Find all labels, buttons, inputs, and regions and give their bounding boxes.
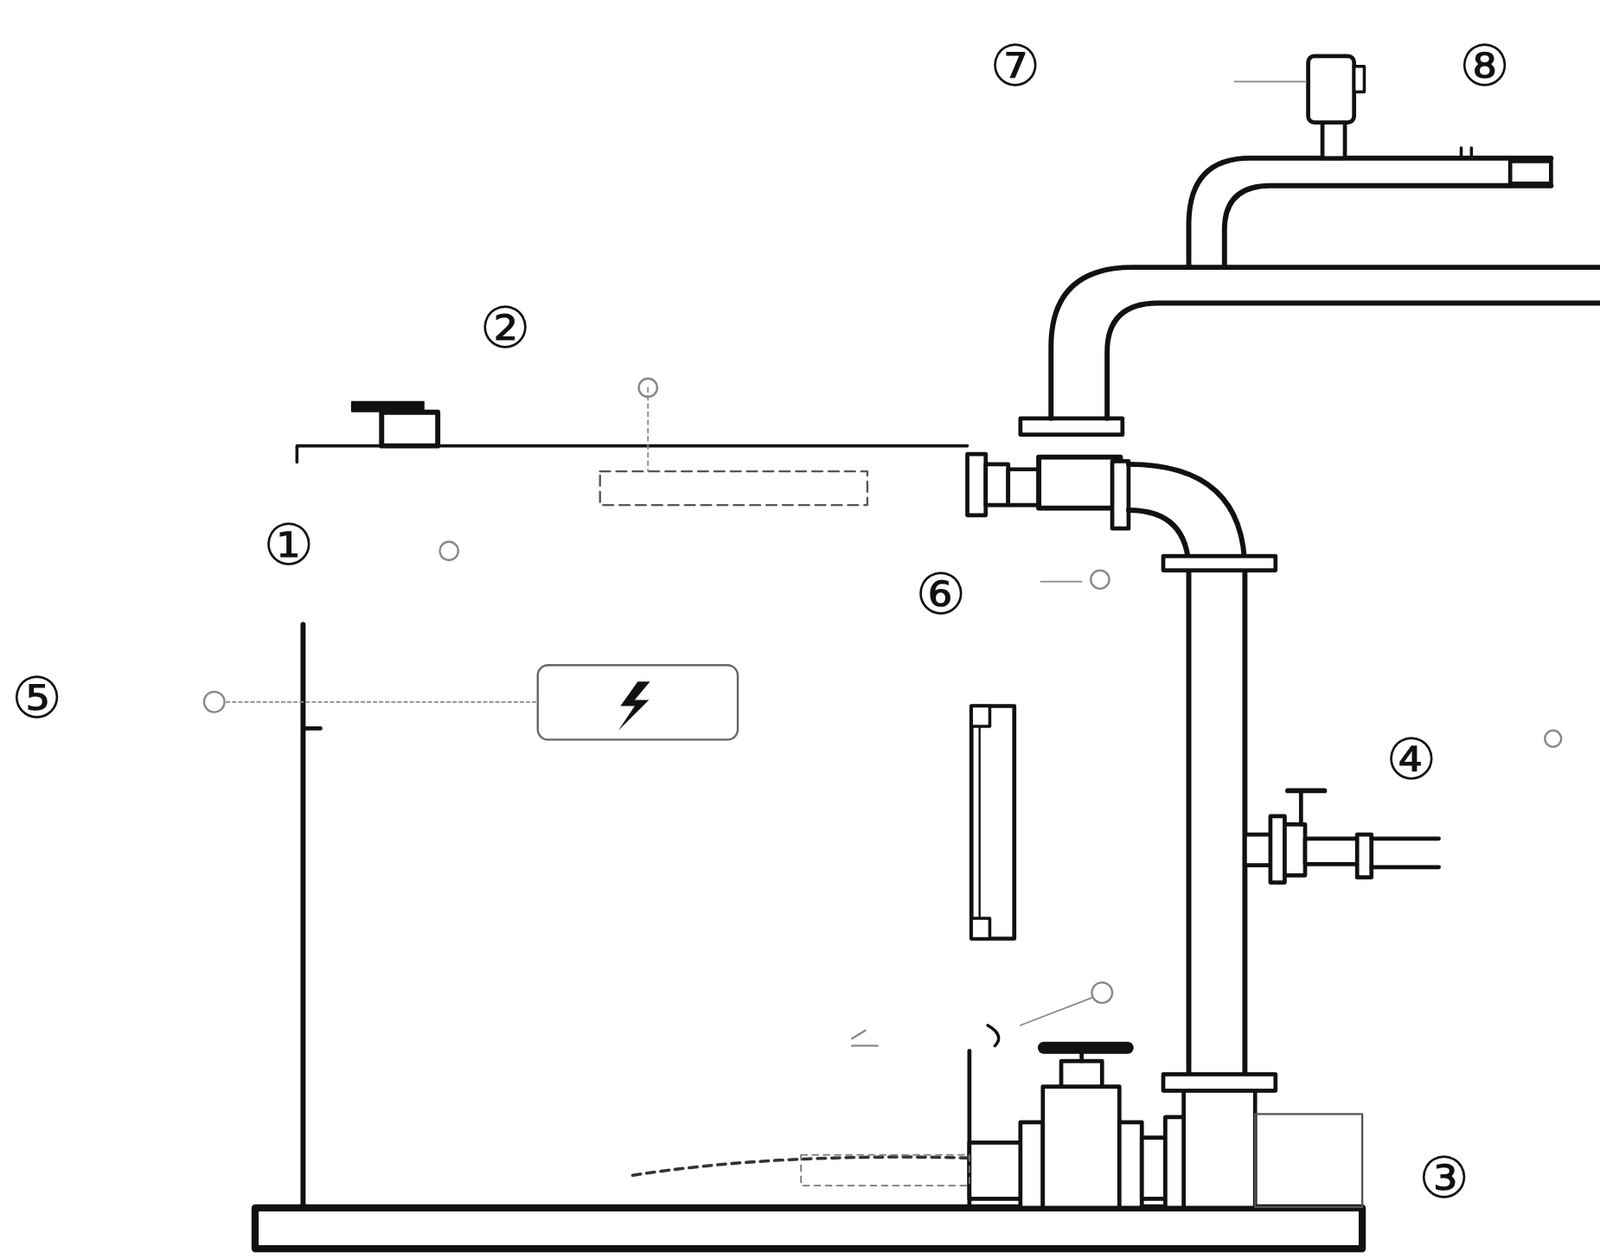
pump-stub bbox=[1254, 1113, 1363, 1207]
tank-wall bbox=[300, 624, 306, 1208]
tee-fitting bbox=[1038, 457, 1120, 509]
pipe-flange bbox=[1163, 1074, 1276, 1091]
callout-dot bbox=[1090, 570, 1109, 589]
outlet-flange bbox=[985, 464, 1009, 506]
pipe-flange bbox=[1164, 1117, 1184, 1209]
callout-dot bbox=[1091, 982, 1113, 1004]
valve-stem bbox=[1299, 790, 1304, 825]
lightning-symbol bbox=[618, 681, 651, 731]
pipe-flange bbox=[1163, 556, 1276, 571]
nipple bbox=[1008, 469, 1039, 506]
leader-line bbox=[1020, 998, 1093, 1026]
callout-number: ④ bbox=[1385, 731, 1437, 789]
leader-line bbox=[226, 701, 536, 704]
branch-flange bbox=[1356, 834, 1372, 878]
callout-dot bbox=[440, 542, 459, 561]
callout-dot bbox=[639, 378, 658, 397]
sight-glass-cap bbox=[971, 705, 990, 727]
branch-flange bbox=[1270, 816, 1286, 884]
internal-tube bbox=[600, 471, 868, 506]
callout-number: ⑥ bbox=[915, 566, 967, 624]
solenoid-plug bbox=[1354, 66, 1365, 92]
gate-valve bbox=[1043, 1087, 1120, 1209]
sight-glass bbox=[971, 705, 1015, 939]
callout-number: ② bbox=[479, 300, 531, 358]
outlet-hook bbox=[987, 1025, 999, 1047]
callout-dot bbox=[1544, 730, 1562, 748]
callout-number: ⑧ bbox=[1459, 38, 1511, 96]
solenoid-valve bbox=[1308, 56, 1355, 123]
tee-flange bbox=[1112, 460, 1129, 529]
valve-bonnet bbox=[1061, 1061, 1102, 1087]
valve-handle bbox=[1287, 787, 1325, 794]
valve-flange bbox=[1119, 1122, 1142, 1209]
callout-number: ⑦ bbox=[989, 38, 1041, 96]
valve-body bbox=[1284, 824, 1306, 876]
heater-box bbox=[537, 665, 738, 740]
outlet-flange bbox=[966, 454, 986, 516]
leader-line bbox=[1235, 81, 1307, 84]
callout-number: ③ bbox=[1418, 1150, 1470, 1208]
sight-glass bbox=[978, 714, 980, 931]
pipe-tick bbox=[1470, 147, 1474, 159]
pipe-tick bbox=[1459, 147, 1464, 159]
pipe bbox=[1189, 158, 1552, 268]
pipe-base bbox=[1184, 1090, 1256, 1209]
valve-stem bbox=[1322, 122, 1345, 159]
pipe bbox=[969, 1142, 1026, 1199]
handwheel bbox=[1038, 1043, 1133, 1054]
valve-flange bbox=[1020, 1122, 1044, 1209]
base-plate bbox=[255, 1208, 1363, 1249]
leader-line bbox=[646, 387, 649, 472]
callout-dot bbox=[204, 691, 225, 713]
pipe bbox=[1305, 838, 1362, 864]
pipe-end bbox=[1510, 160, 1551, 184]
pipe bbox=[1107, 302, 1600, 418]
mark bbox=[851, 1030, 877, 1047]
pipe bbox=[1371, 838, 1440, 868]
pipe bbox=[1050, 267, 1600, 419]
tank-tick bbox=[302, 726, 320, 731]
internal-tube bbox=[800, 1155, 970, 1186]
callout-number: ⑤ bbox=[11, 670, 63, 728]
callout-number: ① bbox=[262, 517, 314, 575]
sight-glass-cap bbox=[971, 918, 990, 940]
pipe bbox=[1128, 510, 1190, 1077]
top-nozzle bbox=[381, 412, 438, 447]
pipe bbox=[1224, 185, 1552, 268]
nozzle-flange bbox=[352, 402, 424, 412]
leader-line bbox=[1040, 581, 1082, 583]
